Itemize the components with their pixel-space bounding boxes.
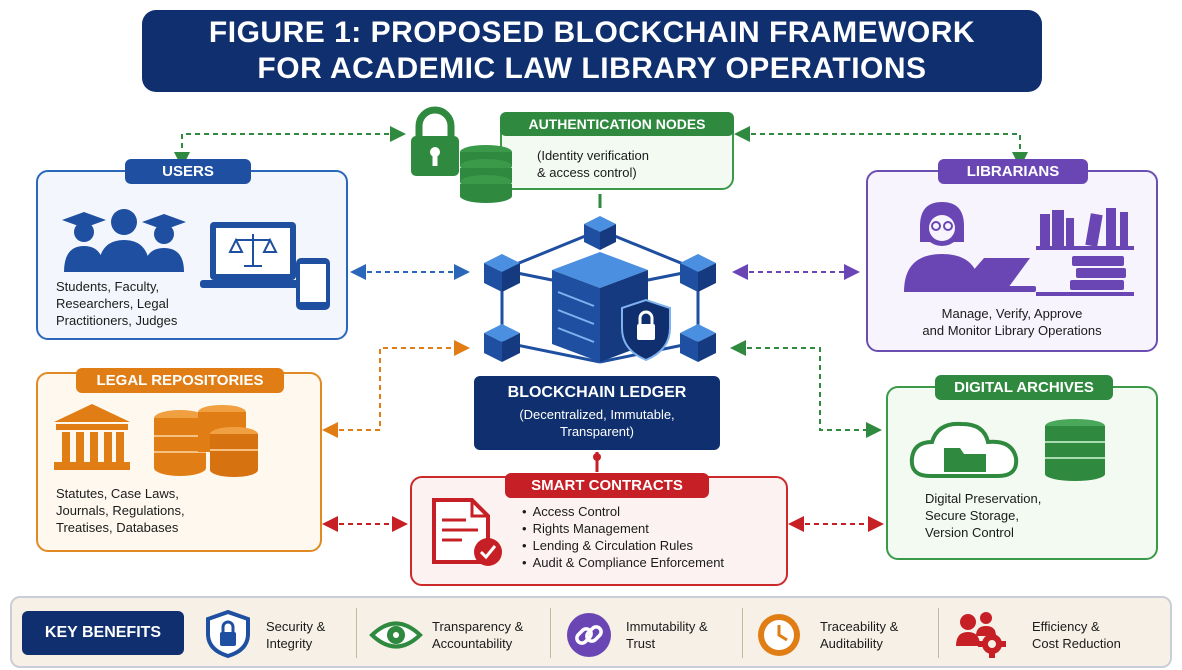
laptop-scales-icon <box>200 222 330 310</box>
shield-lock-icon <box>621 298 671 362</box>
padlock-icon <box>411 106 459 176</box>
users-label: USERS <box>125 159 251 184</box>
benefit-transparency: Transparency & Accountability <box>432 619 524 651</box>
eye-icon <box>369 621 423 649</box>
people-graduates-icon <box>62 209 186 272</box>
benefit-immutability: Immutability & Trust <box>626 619 708 651</box>
bookshelf-icon <box>1036 208 1134 296</box>
database-icon <box>460 145 512 203</box>
benefit-divider <box>356 608 357 658</box>
list-item: Lending & Circulation Rules <box>522 537 782 554</box>
chain-link-icon <box>567 613 611 657</box>
legal-repositories-description: Statutes, Case Laws, Journals, Regulatio… <box>56 486 185 535</box>
database-stack-icon <box>154 405 258 477</box>
connector-auth-users <box>174 126 406 168</box>
title-line-2: FOR ACADEMIC LAW LIBRARY OPERATIONS <box>257 52 927 85</box>
key-benefits-label: KEY BENEFITS <box>22 611 184 655</box>
benefit-traceability: Traceability & Auditability <box>820 619 899 651</box>
contract-check-icon <box>432 498 502 566</box>
list-item: Rights Management <box>522 520 782 537</box>
legal-repositories-label: LEGAL REPOSITORIES <box>76 368 284 393</box>
librarians-label: LIBRARIANS <box>938 159 1088 184</box>
title-banner: FIGURE 1: PROPOSED BLOCKCHAIN FRAMEWORK … <box>142 10 1042 92</box>
title-line-1: FIGURE 1: PROPOSED BLOCKCHAIN FRAMEWORK <box>208 16 976 49</box>
benefit-divider <box>938 608 939 658</box>
smart-contracts-label: SMART CONTRACTS <box>505 473 709 498</box>
people-gear-icon <box>956 612 1006 658</box>
network-node-cubes <box>484 216 716 362</box>
clock-icon <box>758 614 800 656</box>
blockchain-network-graphic <box>484 216 716 364</box>
librarian-at-laptop-icon <box>904 202 1036 292</box>
connector-archives-ledger <box>730 340 882 438</box>
benefit-divider <box>550 608 551 658</box>
blockchain-ledger-box: BLOCKCHAIN LEDGER (Decentralized, Immuta… <box>474 376 720 450</box>
database-icon <box>1045 419 1105 481</box>
authentication-description: (Identity verification & access control) <box>537 148 649 180</box>
benefit-security: Security & Integrity <box>266 619 326 651</box>
digital-archives-description: Digital Preservation, Secure Storage, Ve… <box>925 491 1042 540</box>
authentication-label: AUTHENTICATION NODES <box>500 112 734 136</box>
smart-contracts-list: Access Control Rights Management Lending… <box>522 503 782 571</box>
ledger-subtitle: (Decentralized, Immutable, Transparent) <box>519 407 675 439</box>
connector-legal-ledger <box>322 340 470 438</box>
ledger-title: BLOCKCHAIN LEDGER <box>507 384 687 401</box>
cloud-folder-icon <box>909 421 1019 478</box>
users-description: Students, Faculty, Researchers, Legal Pr… <box>56 279 178 328</box>
connector-auth-librarians <box>734 126 1028 168</box>
shield-lock-icon <box>206 609 250 659</box>
list-item: Access Control <box>522 503 782 520</box>
digital-archives-label: DIGITAL ARCHIVES <box>935 375 1113 400</box>
librarians-description: Manage, Verify, Approve and Monitor Libr… <box>922 306 1102 338</box>
courthouse-icon <box>54 404 130 470</box>
benefit-efficiency: Efficiency & Cost Reduction <box>1032 619 1121 651</box>
list-item: Audit & Compliance Enforcement <box>522 554 782 571</box>
benefit-divider <box>742 608 743 658</box>
